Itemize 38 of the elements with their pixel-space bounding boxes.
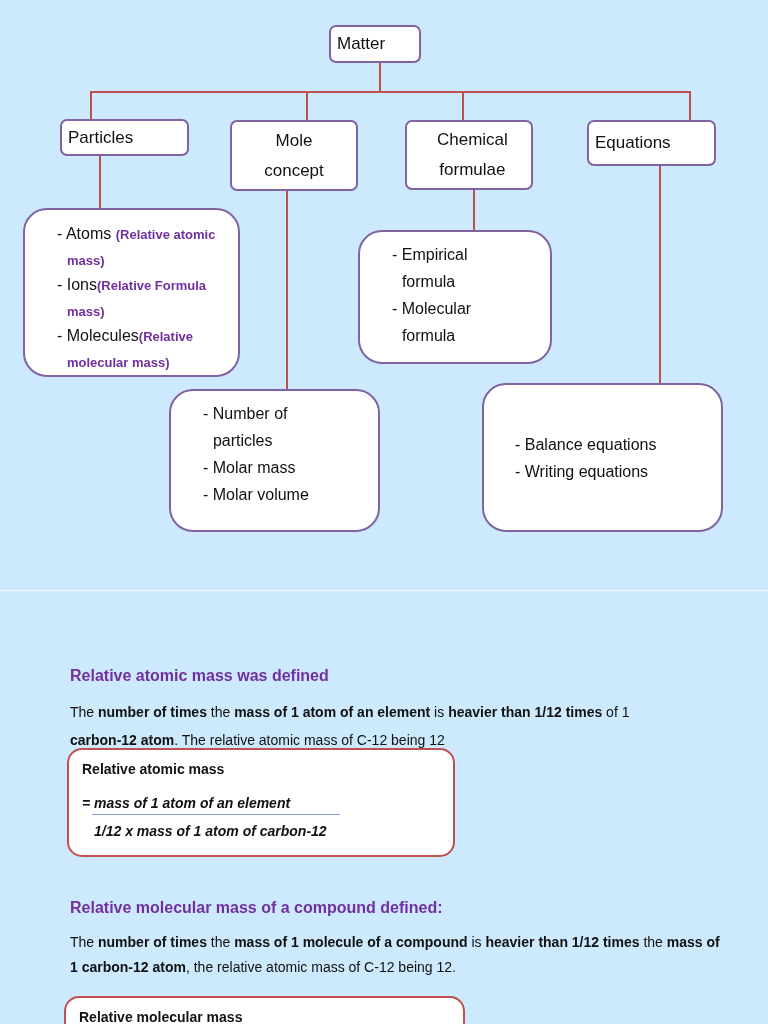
concept-box	[587, 120, 716, 166]
list-box	[482, 383, 723, 532]
list-box	[358, 230, 552, 364]
list-item: - Balance equations	[515, 434, 657, 455]
formula-text: 1/12 x mass of 1 atom of carbon-12	[94, 822, 327, 841]
section-heading: Relative molecular mass of a compound defined:	[70, 898, 444, 918]
list-item: - Writing equations	[515, 461, 649, 482]
formula-text: Relative atomic mass	[82, 760, 225, 779]
concept-label: Matter	[337, 33, 386, 55]
definition-paragraph: The number of times the mass of 1 molecule of a compound is heavier than 1/12 times the mass of 1 carbon-12 atom, the relative atomic mass of C-12 being 12.	[70, 933, 721, 977]
concept-label: Chemical formulae	[437, 129, 508, 181]
list-item: - Molar mass	[203, 458, 296, 478]
connector-line	[659, 165, 661, 384]
connector-line	[99, 155, 101, 209]
list-item: - Number of particles	[203, 404, 289, 451]
concept-box	[230, 120, 358, 191]
list-box	[23, 208, 240, 377]
list-item: - Molecular formula	[392, 299, 473, 346]
connector-line	[286, 190, 288, 390]
section-heading: Relative atomic mass was defined	[70, 666, 330, 686]
formula-text: Relative molecular mass	[79, 1008, 243, 1024]
list-item: - Molecules(Relative molecular mass)	[57, 326, 194, 372]
list-item: - Empirical formula	[392, 245, 469, 292]
connector-line	[379, 62, 691, 121]
list-item: - Ions(Relative Formula mass)	[57, 275, 208, 321]
formula-text: = mass of 1 atom of an element	[82, 794, 291, 813]
definition-paragraph: The number of times the mass of 1 atom of an element is heavier than 1/12 times of 1 carbon-12 atom. The relative atomic mass of C-12 being 12	[70, 703, 631, 750]
connector-line	[473, 189, 475, 231]
concept-label: Particles	[68, 126, 134, 149]
concept-box	[405, 120, 533, 190]
concept-box	[329, 25, 421, 63]
concept-label: Equations	[595, 132, 671, 154]
formula-box	[67, 748, 455, 857]
list-box	[169, 389, 380, 532]
list-item: - Molar volume	[203, 485, 309, 505]
concept-label: Mole concept	[263, 129, 325, 182]
list-item: - Atoms (Relative atomic mass)	[57, 224, 217, 270]
concept-box	[60, 119, 189, 156]
